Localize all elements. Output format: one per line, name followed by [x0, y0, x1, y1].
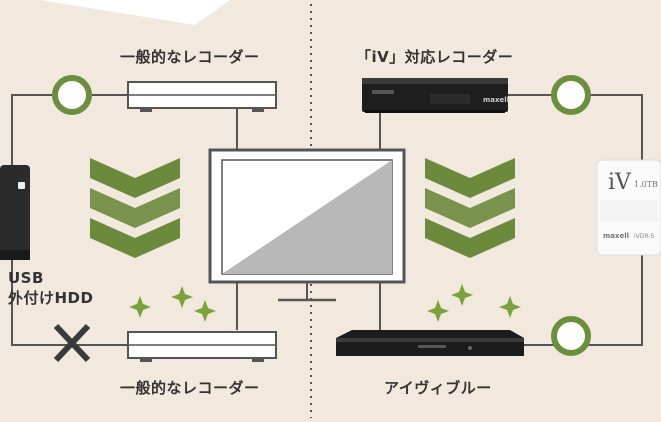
- chevron-down-icon: [90, 158, 180, 258]
- label-iv-recorder: 「iV」対応レコーダー: [356, 48, 514, 66]
- cartridge-code: iVDR-S: [634, 233, 655, 240]
- chevron-down-icon: [425, 158, 515, 258]
- recorder-top-right: [362, 78, 508, 113]
- cartridge-logo: iV: [608, 170, 631, 195]
- recorder-bottom-left: [127, 331, 277, 362]
- recorder-brand: maxell: [483, 96, 510, 104]
- speech-bubble-tail: [40, 0, 230, 25]
- cartridge-brand: maxell: [603, 232, 630, 240]
- label-generic-recorder-bottom: 一般的なレコーダー: [120, 379, 260, 397]
- label-usb-hdd: USB 外付けHDD: [8, 268, 93, 308]
- sparkle-icon: [129, 286, 216, 322]
- ivdr-cartridge-icon: [596, 159, 661, 256]
- sparkle-icon: [427, 284, 521, 322]
- green-ring-icon: [52, 75, 92, 115]
- recorder-bottom-right: [336, 330, 524, 356]
- cartridge-capacity: 1.0TB: [634, 180, 658, 189]
- green-ring-icon: [551, 75, 591, 115]
- external-hdd-icon: [0, 165, 30, 260]
- tv-icon: [208, 148, 406, 302]
- cross-icon: [53, 323, 91, 363]
- green-ring-icon: [551, 316, 591, 356]
- label-generic-recorder-top: 一般的なレコーダー: [120, 48, 260, 66]
- label-external-hdd: 外付けHDD: [8, 289, 94, 307]
- label-iv-blu: アイヴィブルー: [384, 379, 492, 397]
- label-usb: USB: [8, 269, 44, 287]
- recorder-top-left: [127, 81, 277, 112]
